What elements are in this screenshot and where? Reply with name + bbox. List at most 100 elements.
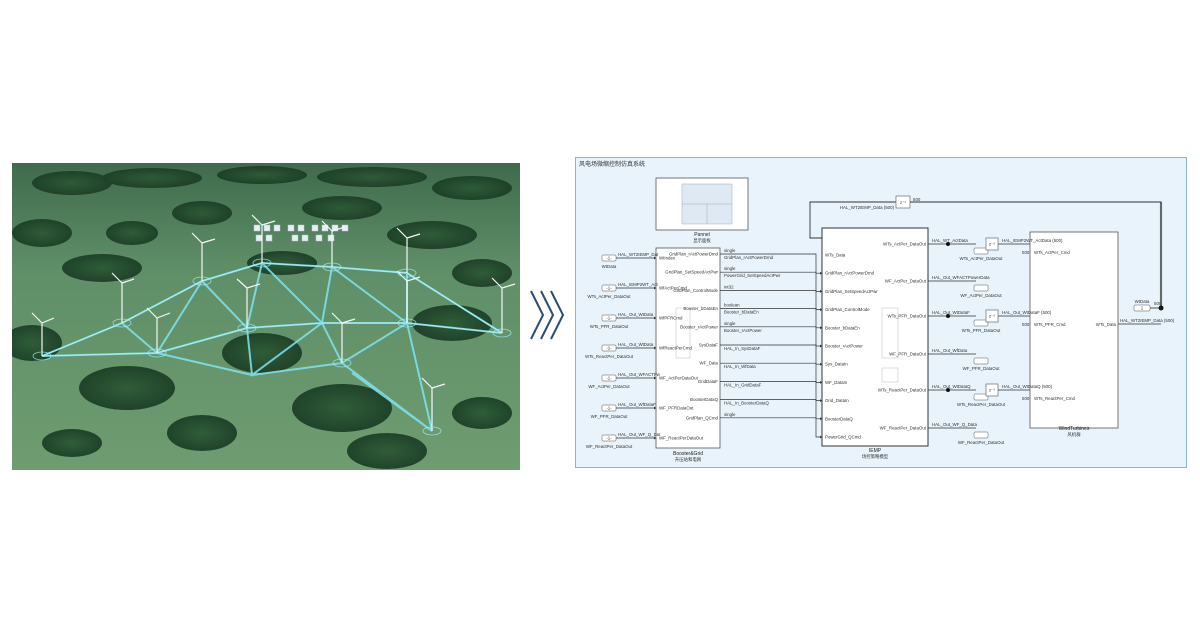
wind-farm-aerial-image (12, 163, 520, 470)
iemp-output-port: WTs_ActPer_DataOut (883, 242, 927, 247)
mid-signal-type: int32 (724, 284, 734, 289)
mid-signal-tag: HAL_In_WfData (724, 364, 756, 369)
inport-label: WTs_ReactPer_DataOut (585, 354, 634, 359)
booster-cn: 升压站和电网 (675, 456, 702, 463)
iemp-input-port: GridPlan_ControlMode (825, 307, 870, 312)
iemp-input-port: GridPlan_SetSpeedActPwr (825, 289, 878, 294)
out-signal-caption: WTs_PFR_DataOut (962, 328, 1001, 333)
right-out-tag: HAL_WT2IEMP_Data (500) (1120, 318, 1175, 323)
inport-tag: HAL_WT2IEMP_Dat (618, 252, 659, 257)
booster-input-port: WtIndex (659, 256, 676, 261)
wt-cn: 风机群 (1067, 431, 1081, 438)
mid-signal-type: single (724, 248, 736, 253)
booster-input-port: WfPFRCmd (659, 316, 683, 321)
booster-grid-block[interactable]: Booster&Grid 升压站和电网 (655, 247, 721, 463)
mid-signal-type: single (724, 266, 736, 271)
right-outport[interactable]: 1 WtData HAL_WT2IEMP_Data (500) 500 (1118, 299, 1175, 325)
out-signal-tag: HAL_Out_WFACTPowerData (932, 275, 990, 280)
iemp-output-port: WF_ActPer_DataOut (885, 279, 927, 284)
mid-signal-type: single (724, 321, 736, 326)
booster-output-port: GridDataF (698, 379, 719, 384)
mid-signal-tag: HAL_In_SysDataF (724, 346, 761, 351)
booster-output-port: GridPlan_rActPowerDmd (669, 252, 719, 257)
wt-output-port: WTs_Data (1096, 322, 1117, 327)
simulink-diagram: 风电场微缩控制仿真系统 Pannel 显示面板 Booster&Grid 升压站… (575, 157, 1187, 468)
booster-output-port: GridPlan_QCmd (686, 415, 719, 420)
mid-signal-type: boolean (724, 303, 740, 308)
iemp-block[interactable]: IEMP 场控策略模型 (821, 227, 929, 460)
out-signal-caption: WF_ActPer_DataOut (960, 293, 1002, 298)
iemp-input-port: Booster_rActPower (825, 344, 863, 349)
inport-tag: HAL_Out_WF_Q_Dat (618, 432, 661, 437)
mid-signal-tag: Booster_rActPower (724, 328, 762, 333)
panel-block[interactable]: Pannel 显示面板 (655, 177, 749, 244)
inport-num: -1- (606, 436, 612, 441)
booster-output-port: GridPlan_ControlMode (673, 288, 718, 293)
panel-name: Pannel (694, 232, 710, 238)
wt-input-tag: HAL_IEMP2WT_ActData (500) (1002, 238, 1063, 243)
out-signal-caption: WF_ReactPer_DataOut (958, 440, 1005, 445)
iemp-input-port: PowerGrid_QCmd (825, 435, 861, 440)
wt-input-port: WTs_ActPer_Cmd (1034, 250, 1070, 255)
iemp-output-port: WF_PFR_DataOut (889, 352, 927, 357)
chevron-arrow-icon (530, 290, 565, 340)
out-signal-caption: WTs_ActPer_DataOut (960, 256, 1004, 261)
mid-signal-tag: HAL_In_BoosterDataQ (724, 401, 769, 406)
iemp-input-port: WF_DataIn (825, 380, 848, 385)
iemp-input-port: BoosterDataQ (825, 416, 853, 421)
inport-tag: HAL_Out_WfDataF (618, 402, 656, 407)
booster-input-port: WfReactPerCmd (659, 346, 692, 351)
wt-input-size: 500 (1022, 250, 1030, 255)
diagram-title: 风电场微缩控制仿真系统 (579, 161, 646, 168)
feedback-loop: z⁻¹ HAL_WT2IEMP_Data (500) 500 (809, 195, 1163, 308)
wt-input-size: 500 (1022, 322, 1030, 327)
feedback-num: 500 (913, 197, 921, 202)
booster-input-port: WF_ReactPerDataOut (659, 436, 704, 441)
inport-label: WTs_PFR_DataOut (590, 324, 629, 329)
wt-name: WindTurbines (1059, 426, 1090, 432)
wt-input-port: WTs_PFR_Cmd (1034, 322, 1066, 327)
iemp-input-port: Sys_DataIn (825, 362, 848, 367)
wt-input-port: WTs_ReactPer_Cmd (1034, 396, 1076, 401)
inport-label: WF_PFR_DataOut (591, 414, 629, 419)
booster-output-port: SysDataF (699, 343, 719, 348)
feedback-delay: z⁻¹ (900, 200, 907, 205)
left-inport[interactable]: -1- WF_PFR_DataOut HAL_Out_WfDataF (591, 402, 657, 419)
wind-turbines-block[interactable]: WindTurbines 风机群 (1029, 231, 1119, 438)
diagram-canvas: Pannel 显示面板 Booster&Grid 升压站和电网 WtIndexW… (585, 177, 1175, 463)
iemp-cn: 场控策略模型 (862, 453, 889, 460)
wt-input-tag: HAL_Out_WtDataF (500) (1002, 310, 1052, 315)
mid-signal-line: int32 (720, 284, 822, 312)
inport-tag: HAL_Out_WtData (618, 342, 654, 347)
delay-block: z⁻¹ (989, 388, 996, 393)
inport-tag: HAL_IEMP2WT_Act (618, 282, 659, 287)
out-signal-tag: HAL_WT_ActData (932, 238, 968, 243)
inport-num: -1- (606, 376, 612, 381)
booster-name: Booster&Grid (673, 451, 703, 457)
inport-num: -1- (606, 406, 612, 411)
booster-input-port: WF_PFRDataOut (659, 406, 694, 411)
mid-signal-line: HAL_In_WfData (720, 362, 822, 384)
mid-signal-line: single (720, 412, 822, 439)
booster-output-port: BoosterDataQ (690, 397, 718, 402)
iemp-input-port: Booster_bDataEn (825, 325, 860, 330)
booster-input-port: WfActPerCmd (659, 286, 687, 291)
delay-block: z⁻¹ (989, 314, 996, 319)
panel-cn: 显示面板 (693, 237, 711, 244)
iemp-output-port: WTs_ReactPer_DataOut (878, 388, 927, 393)
